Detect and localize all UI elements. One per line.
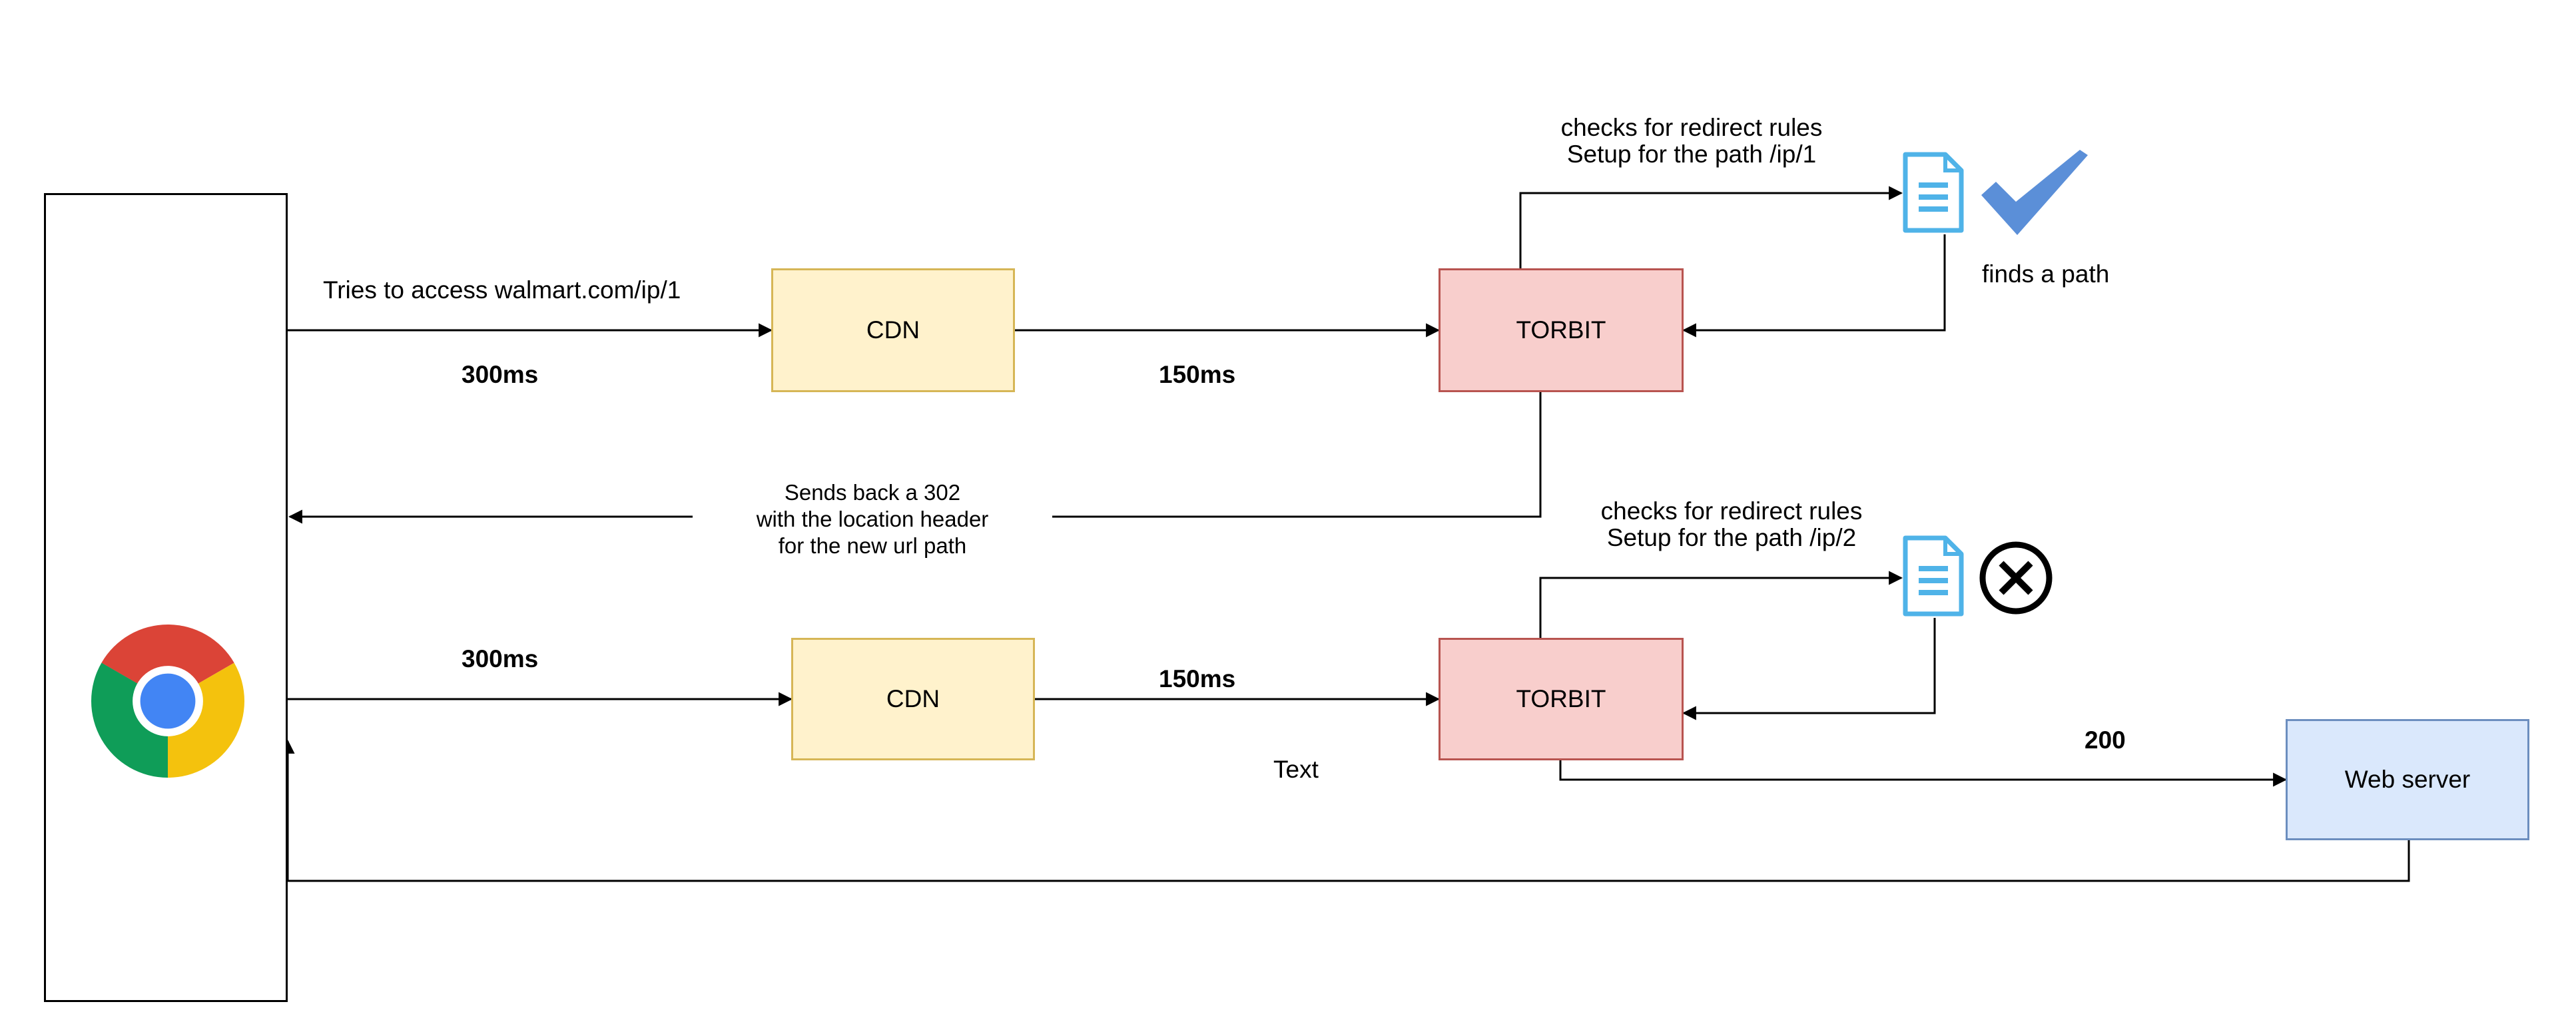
torbit-label: TORBIT [1516, 316, 1606, 344]
chrome-browser-icon [91, 625, 244, 778]
cdn-box-bottom: CDN [791, 638, 1035, 760]
arrow-rules-2-to-torbit [1682, 618, 1936, 720]
latency-label-client-cdn-top: 300ms [462, 361, 539, 388]
arrow-torbit-to-webserver [1559, 760, 2288, 787]
check-rules-line-2: Setup for the path /ip/2 [1606, 524, 1857, 551]
latency-label-cdn-torbit-bottom: 150ms [1159, 665, 1236, 692]
torbit-box-bottom: TORBIT [1439, 638, 1684, 760]
finds-path-label: finds a path [1982, 260, 2110, 288]
cross-circle-icon [1979, 541, 2053, 615]
checkmark-icon [1981, 150, 2088, 235]
sends-back-line-1: Sends back a 302 [784, 480, 961, 505]
sends-back-line-2: with the location header [756, 507, 989, 531]
check-rules-line-2: Setup for the path /ip/1 [1566, 140, 1817, 168]
status-200-label: 200 [2085, 726, 2126, 754]
cdn-label: CDN [866, 316, 920, 344]
check-rules-label-1: checks for redirect rules Setup for the … [1505, 115, 1878, 168]
cdn-label: CDN [886, 685, 940, 712]
sends-back-line-3: for the new url path [778, 533, 967, 558]
check-rules-label-2: checks for redirect rules Setup for the … [1545, 498, 1918, 551]
arrow-rules-1-to-torbit [1682, 234, 1946, 338]
web-server-box: Web server [2286, 719, 2529, 840]
arrow-torbit-to-rules-1 [1519, 186, 1903, 268]
web-server-label: Web server [2344, 766, 2471, 793]
document-icon [1903, 152, 1964, 233]
check-rules-line-1: checks for redirect rules [1560, 114, 1823, 141]
text-placeholder-label: Text [1273, 756, 1319, 783]
latency-label-client-cdn-bottom: 300ms [462, 645, 539, 672]
sends-back-302-label: Sends back a 302 with the location heade… [693, 479, 1052, 559]
client-browser-box [44, 193, 288, 1002]
check-rules-line-1: checks for redirect rules [1600, 497, 1863, 525]
tries-access-label: Tries to access walmart.com/ip/1 [323, 276, 681, 304]
cdn-box-top: CDN [771, 268, 1015, 392]
latency-label-cdn-torbit-top: 150ms [1159, 361, 1236, 388]
torbit-box-top: TORBIT [1439, 268, 1684, 392]
arrow-torbit-to-rules-2 [1539, 571, 1903, 638]
arrow-webserver-to-client [280, 739, 2410, 882]
document-icon [1903, 535, 1964, 617]
torbit-label: TORBIT [1516, 685, 1606, 712]
